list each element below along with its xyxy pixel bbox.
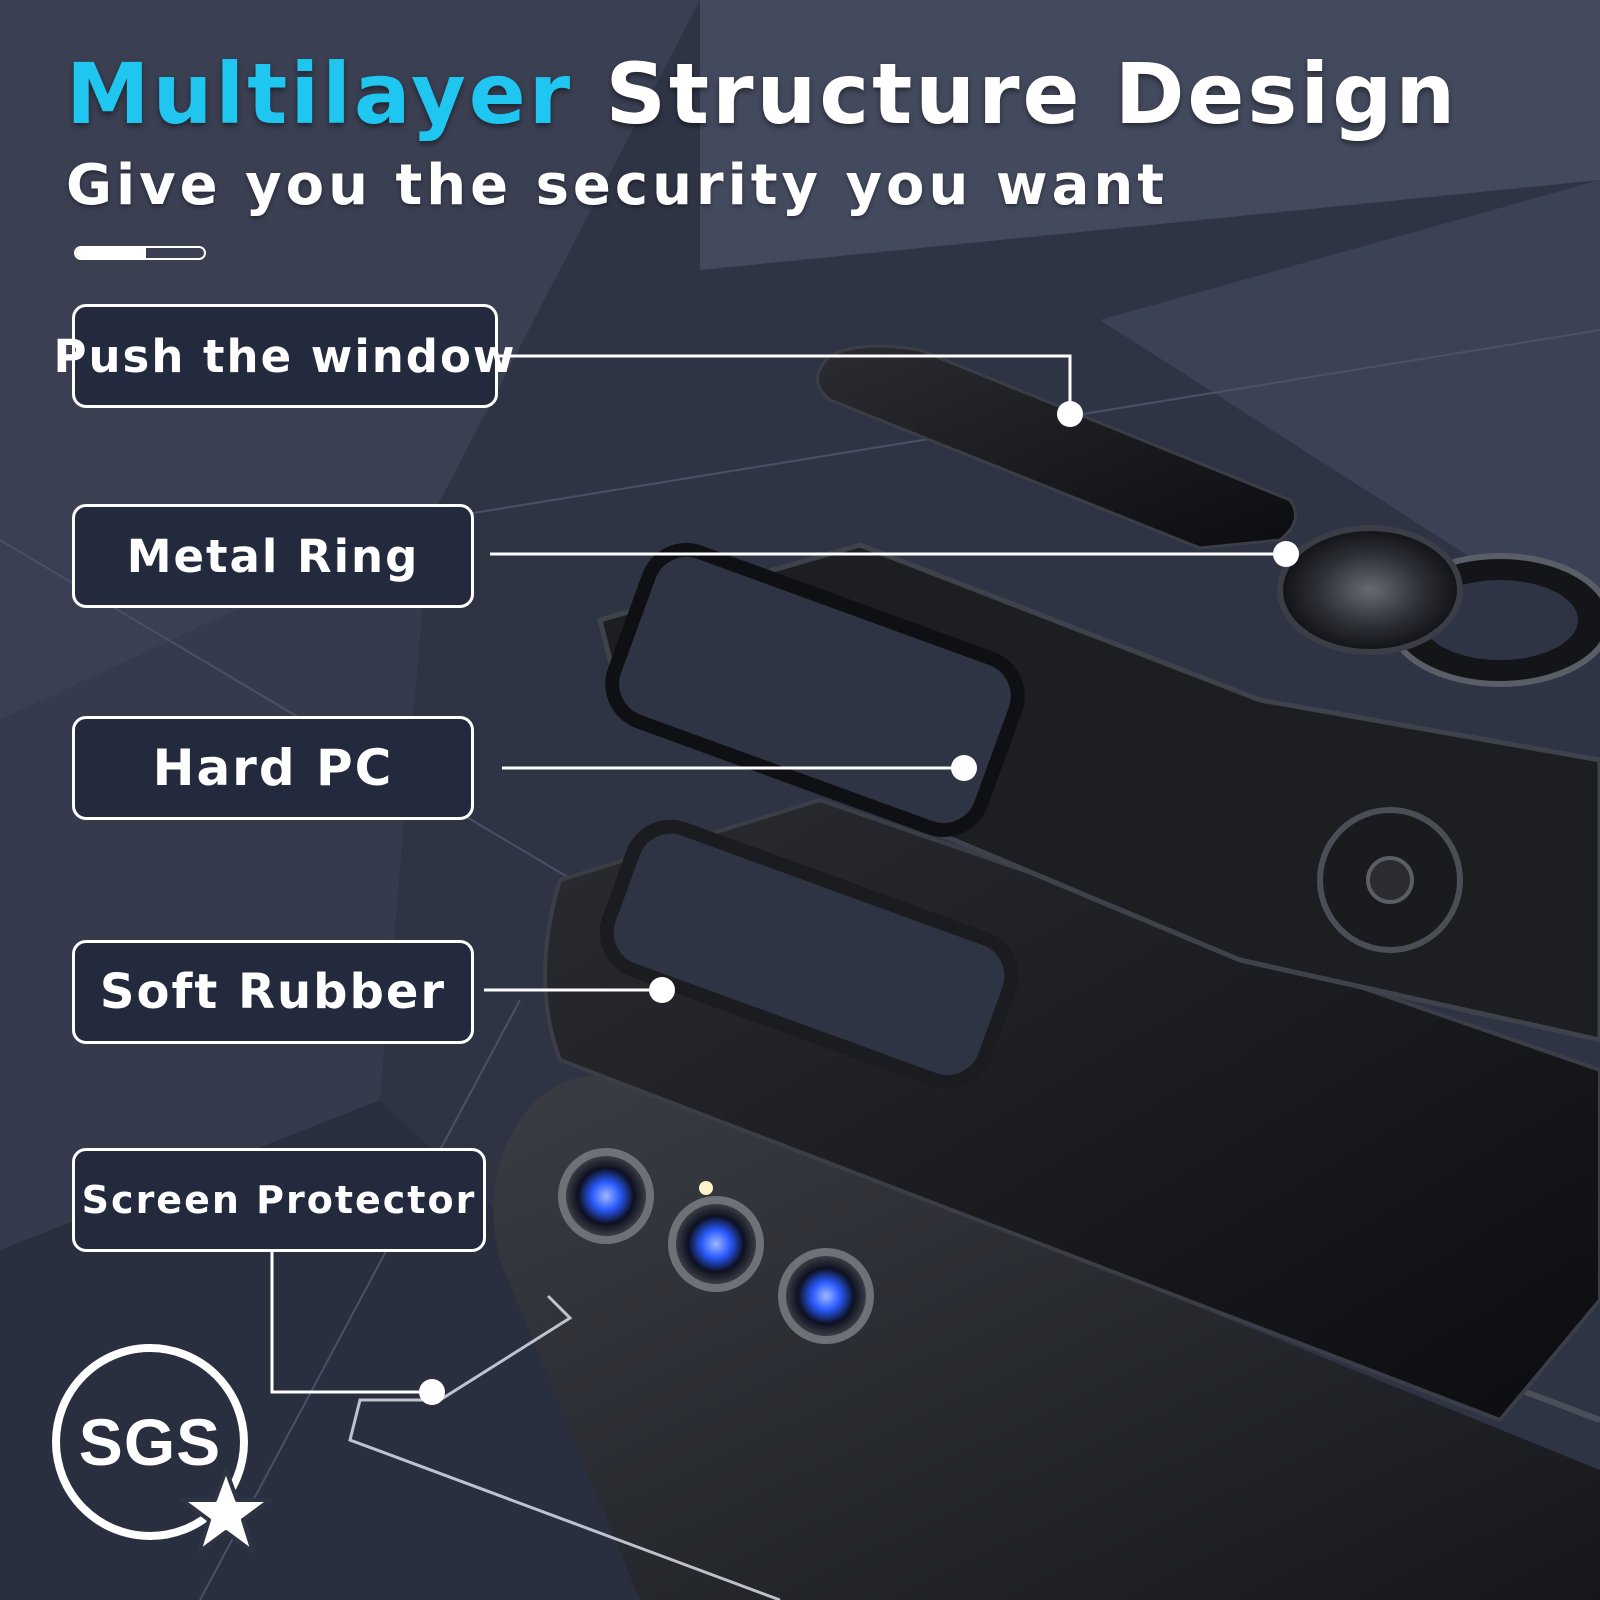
title-rest: Structure Design [605,45,1459,143]
label-screen-protector: Screen Protector [72,1148,486,1252]
sgs-badge-text: SGS [78,1405,222,1479]
slide-progress-fill [76,248,147,258]
label-metal-ring: Metal Ring [72,504,474,608]
metal-ring [1277,525,1600,687]
page-subtitle: Give you the security you want [66,153,1169,218]
title-accent: Multilayer [66,45,574,143]
phone-body [493,1075,1600,1600]
sgs-certification-badge: SGS [52,1344,248,1540]
label-soft-rubber: Soft Rubber [72,940,474,1044]
star-icon [180,1468,272,1554]
push-window-slider [816,344,1298,550]
screen-protector-glass [348,1294,781,1600]
slide-progress-bar [74,246,206,260]
callout-lines [270,354,1299,1405]
label-push-the-window: Push the window [54,304,515,408]
camera-lenses [558,1148,874,1344]
page-title: Multilayer Structure Design [66,52,1458,136]
label-hard-pc: Hard PC [72,716,474,820]
